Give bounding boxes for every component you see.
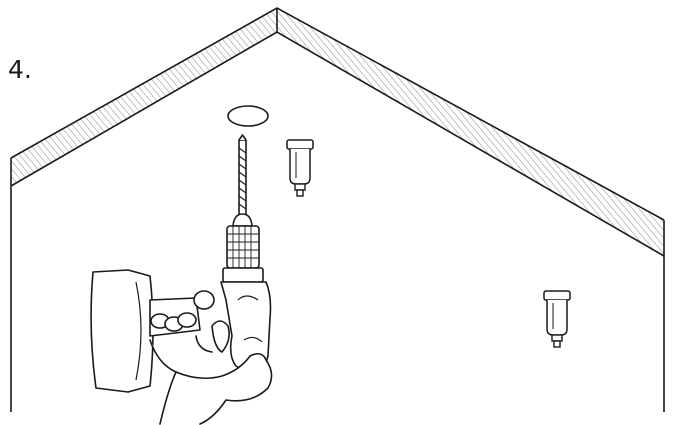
- ceiling-roof: [11, 8, 664, 256]
- drill-side-handle: [91, 270, 200, 392]
- drill-hole-marker-icon: [228, 106, 268, 126]
- drill-chuck-tip: [233, 214, 252, 226]
- roof-hatch-band: [11, 8, 664, 256]
- drill-bit: [239, 135, 246, 216]
- wall-anchor-icon: [287, 140, 313, 196]
- drill-icon: [91, 135, 270, 392]
- drill-chuck: [223, 226, 263, 282]
- wall-anchor-icon: [544, 291, 570, 347]
